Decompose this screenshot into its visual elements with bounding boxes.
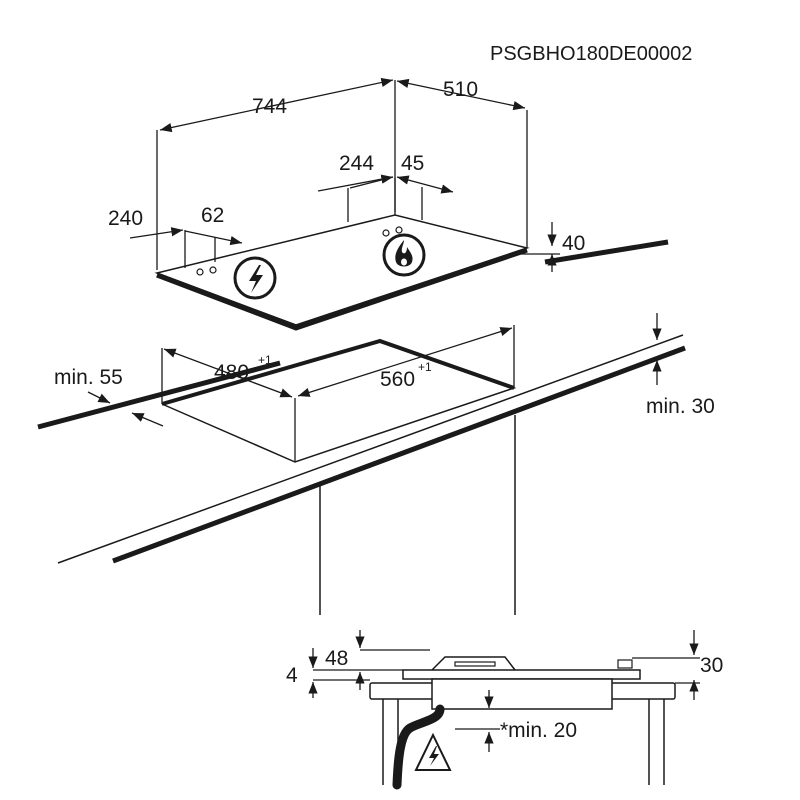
dim-burner-gap-label: 45 xyxy=(401,152,424,175)
dim-cutout-width-label: 560 xyxy=(380,368,415,391)
dim-width-label: 744 xyxy=(252,95,287,118)
electric-warning-icon xyxy=(414,732,452,771)
gas-flame-icon xyxy=(382,233,426,277)
dim-cutout-width-tolerance: +1 xyxy=(418,360,432,374)
dimension-lines-section xyxy=(308,630,700,752)
dim-48-label: 48 xyxy=(325,647,348,670)
dim-cutout-depth-label: 480 xyxy=(214,361,249,384)
hob-top-view xyxy=(154,214,530,331)
dim-burner-offset-label: 244 xyxy=(339,152,374,175)
electric-warning-icon xyxy=(233,256,277,300)
dim-min-front-label: min. 55 xyxy=(54,366,123,389)
dim-depth-label: 510 xyxy=(443,78,478,101)
dimension-lines-worktop xyxy=(87,313,662,427)
dim-30-label: 30 xyxy=(700,654,723,677)
dim-left-gap-label: 62 xyxy=(201,204,224,227)
dim-height-label: 40 xyxy=(562,232,585,255)
dim-min-top-label: min. 30 xyxy=(646,395,715,418)
dim-left-offset-label: 240 xyxy=(108,207,143,230)
dim-min-below-label: *min. 20 xyxy=(500,719,577,742)
dim-thickness-4-label: 4 xyxy=(286,664,298,687)
drawing-code: PSGBHO180DE00002 xyxy=(490,43,692,65)
dimension-lines-top xyxy=(129,77,560,272)
section-view xyxy=(369,656,676,790)
dim-cutout-depth-tolerance: +1 xyxy=(258,353,272,367)
